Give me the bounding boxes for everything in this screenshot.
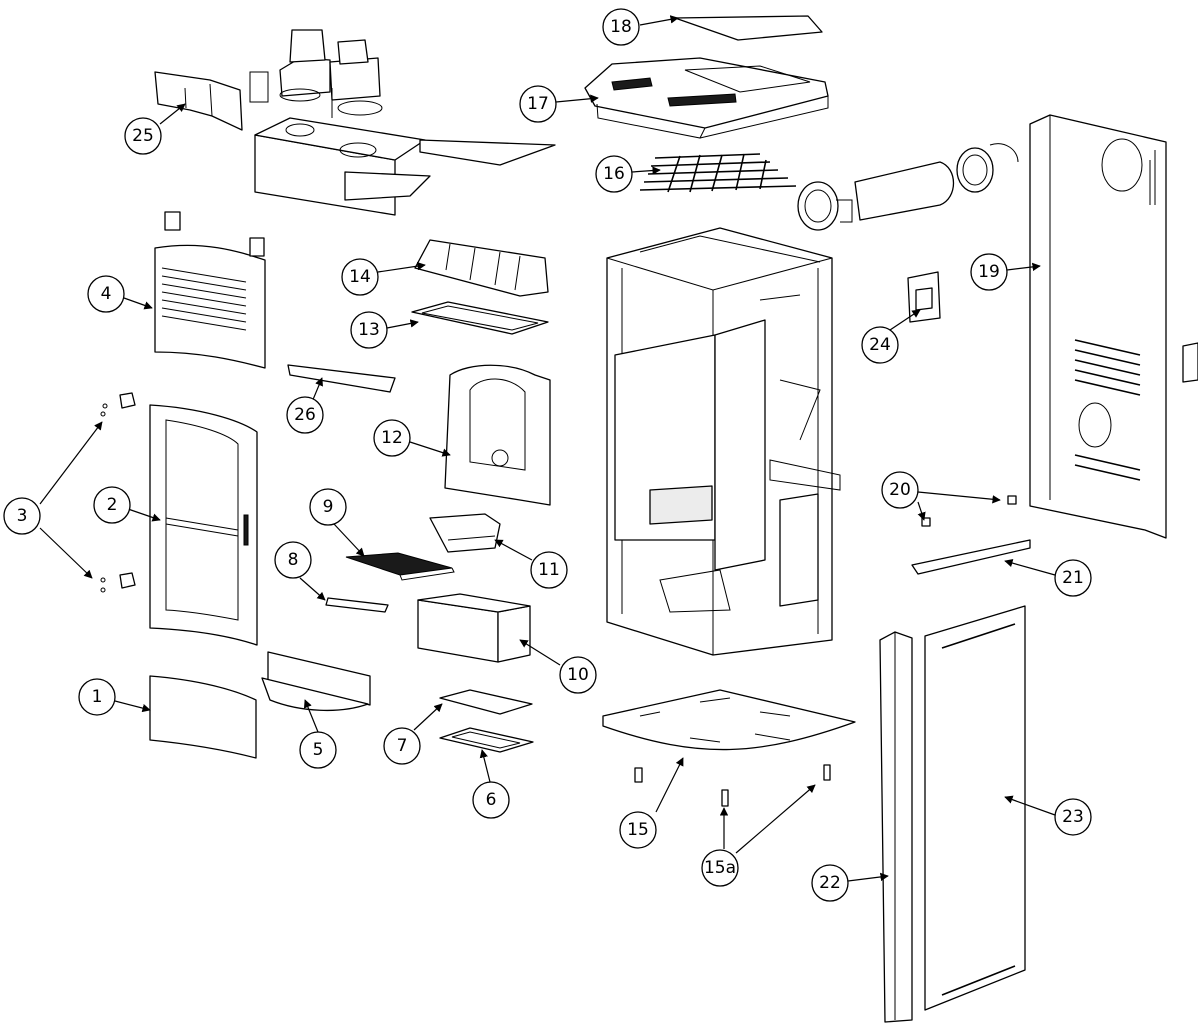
callout-12: 12 <box>373 419 411 457</box>
callout-4: 4 <box>87 275 125 313</box>
callout-label: 17 <box>527 94 549 114</box>
callout-18: 18 <box>602 8 640 46</box>
callout-label: 10 <box>567 665 589 685</box>
callout-8: 8 <box>274 541 312 579</box>
callout-11: 11 <box>530 551 568 589</box>
part-top-lid <box>674 15 823 41</box>
part-inspection-plate <box>439 689 534 753</box>
part-burner-pot <box>429 513 501 553</box>
callout-label: 18 <box>610 17 632 37</box>
callout-3: 3 <box>3 497 41 535</box>
callout-label: 11 <box>538 560 560 580</box>
callout-22: 22 <box>811 864 849 902</box>
callout-label: 25 <box>132 126 154 146</box>
callout-label: 15 <box>627 820 649 840</box>
callout-16: 16 <box>595 155 633 193</box>
callout-label: 24 <box>869 335 891 355</box>
leader-lines <box>39 15 1056 882</box>
part-lower-panel <box>149 675 257 759</box>
callout-2: 2 <box>93 486 131 524</box>
callout-label: 9 <box>323 497 334 517</box>
callout-label: 13 <box>358 320 380 340</box>
callout-5: 5 <box>299 731 337 769</box>
callout-label: 21 <box>1062 568 1084 588</box>
callout-label: 16 <box>603 164 625 184</box>
callout-13: 13 <box>350 311 388 349</box>
part-fan-assembly <box>154 29 431 216</box>
callout-label: 15a <box>704 858 736 878</box>
callout-17: 17 <box>519 85 557 123</box>
callout-label: 14 <box>349 267 371 287</box>
callout-label: 26 <box>294 405 316 425</box>
part-side-panel <box>924 605 1026 1011</box>
part-main-body <box>606 227 841 656</box>
callout-label: 3 <box>17 506 28 526</box>
part-electronic-module <box>907 271 941 323</box>
part-grid <box>639 153 797 193</box>
part-box <box>417 593 531 663</box>
callout-label: 12 <box>381 428 403 448</box>
part-top-cover <box>584 57 829 139</box>
part-front-grille <box>154 211 266 369</box>
part-side-profile <box>879 631 913 1023</box>
callout-label: 8 <box>288 550 299 570</box>
part-door <box>149 404 258 646</box>
callout-25: 25 <box>124 117 162 155</box>
callout-9: 9 <box>309 488 347 526</box>
part-hinges <box>100 392 136 593</box>
callout-23: 23 <box>1054 798 1092 836</box>
part-ash-tray <box>261 651 371 712</box>
callout-19: 19 <box>970 253 1008 291</box>
part-flue-pipe <box>797 143 1019 231</box>
part-burn-pot-grate <box>345 552 455 581</box>
callout-26: 26 <box>286 396 324 434</box>
callout-label: 1 <box>92 687 103 707</box>
callout-label: 6 <box>486 790 497 810</box>
callout-14: 14 <box>341 258 379 296</box>
callout-24: 24 <box>861 326 899 364</box>
callout-6: 6 <box>472 781 510 819</box>
callout-7: 7 <box>383 727 421 765</box>
callout-label: 23 <box>1062 807 1084 827</box>
part-side-switch <box>1182 342 1198 383</box>
callout-label: 20 <box>889 480 911 500</box>
callout-label: 5 <box>313 740 324 760</box>
callout-label: 2 <box>107 495 118 515</box>
callout-10: 10 <box>559 656 597 694</box>
part-heat-exchanger <box>414 239 549 297</box>
callout-15: 15 <box>619 811 657 849</box>
callout-20: 20 <box>881 471 919 509</box>
callout-1: 1 <box>78 678 116 716</box>
callout-15a: 15a <box>701 849 739 887</box>
part-firebox <box>444 364 551 506</box>
callout-label: 22 <box>819 873 841 893</box>
part-bracket <box>325 597 389 613</box>
part-gasket <box>411 301 549 335</box>
callout-label: 4 <box>101 284 112 304</box>
part-rear-panel <box>1029 114 1167 539</box>
part-support-bar <box>911 495 1031 575</box>
callout-label: 7 <box>397 736 408 756</box>
callout-21: 21 <box>1054 559 1092 597</box>
part-base-plate <box>602 689 856 807</box>
part-plate <box>287 139 556 393</box>
callout-label: 19 <box>978 262 1000 282</box>
